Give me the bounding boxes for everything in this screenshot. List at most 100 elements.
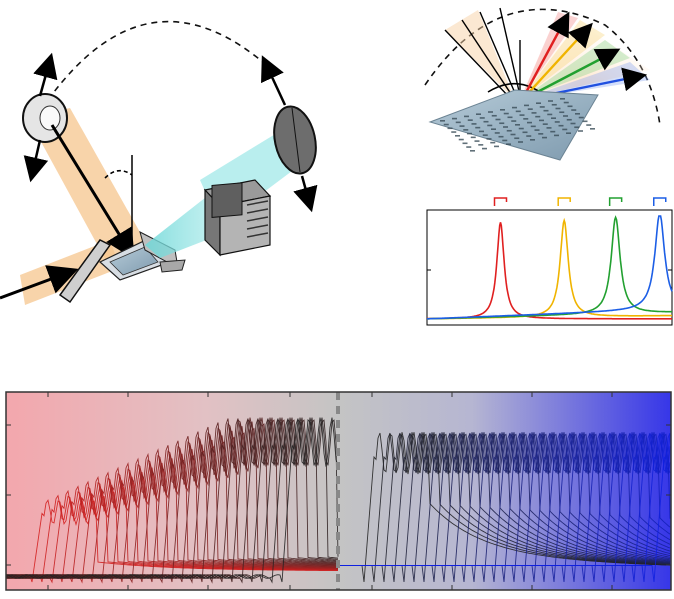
grating-element [499, 122, 505, 125]
grating-element [571, 109, 577, 111]
peak-bracket [493, 197, 508, 206]
grating-element [575, 113, 580, 115]
grating-element [526, 135, 532, 137]
grating-element [491, 128, 496, 130]
grating-element [479, 117, 485, 119]
grating-element [554, 121, 560, 123]
grating-element [482, 134, 488, 136]
grating-element [440, 120, 445, 122]
grating-element [536, 102, 541, 104]
grating-element [566, 118, 572, 121]
bottom-chart-frame [5, 391, 672, 591]
grating-element [506, 129, 512, 132]
grating-element [522, 131, 528, 134]
grating-element [503, 112, 509, 115]
spectrum-series-line [427, 215, 672, 320]
arrow-icon [293, 175, 318, 213]
blue-fan [520, 62, 650, 100]
grating-element [482, 147, 487, 150]
grating-element [459, 125, 465, 127]
grating-element [567, 105, 573, 108]
diffracted-ray-red [520, 11, 570, 101]
spectrum-frame [426, 209, 673, 326]
grating-element [510, 133, 516, 136]
stage-block-2 [159, 259, 186, 273]
grating-element [555, 107, 561, 110]
grating-element [488, 111, 493, 113]
series-line-left [5, 417, 339, 584]
lens-axis [291, 107, 301, 173]
grating-element [498, 135, 504, 138]
incident-ray [444, 29, 513, 101]
peak-bracket [557, 197, 571, 206]
series-line-left [5, 417, 339, 583]
grating-element [507, 116, 513, 119]
grating-element [515, 110, 521, 113]
grating-element [495, 118, 501, 121]
grating-element [586, 124, 592, 126]
camera [203, 179, 272, 257]
grating-element [518, 127, 524, 130]
grating-element [523, 118, 529, 120]
grating-element [487, 124, 493, 127]
angle-arc [104, 169, 133, 179]
grating-element [467, 119, 473, 121]
spectrum-series-line [427, 215, 673, 320]
detector-disc [22, 93, 68, 143]
grating-element [531, 112, 537, 114]
grating-element [548, 100, 553, 102]
grating-element [527, 121, 532, 124]
grating-panel [424, 7, 661, 161]
grating-element [483, 120, 489, 123]
bottom-lines [5, 417, 671, 584]
grating-element [475, 126, 481, 129]
grating-element [447, 127, 453, 130]
grating-element [539, 119, 544, 122]
beam-line [50, 124, 135, 260]
grating-element [458, 138, 464, 141]
grating-element [490, 141, 496, 144]
lens [273, 105, 317, 175]
grating-element [476, 113, 481, 115]
grating-element [539, 106, 545, 108]
grating-element [550, 130, 556, 133]
grating-element [494, 145, 499, 148]
grating-element [524, 104, 529, 107]
grating-element [570, 122, 576, 125]
grating-element [467, 132, 472, 135]
spectrum-panel [426, 197, 673, 326]
grating-element [511, 120, 517, 122]
grating-element [560, 98, 565, 100]
grating-pattern [440, 98, 595, 152]
grating-element [538, 133, 544, 135]
grating-element [452, 117, 457, 120]
grating-element [518, 141, 523, 143]
grating-element [590, 128, 595, 130]
series-line-left [5, 417, 339, 583]
grating-element [551, 117, 556, 119]
spectrum-series-line [426, 222, 672, 320]
series-line-right [338, 432, 671, 583]
grating-element [542, 136, 547, 139]
grating-element [547, 113, 553, 116]
arrow-icon [23, 139, 49, 183]
grating-element [474, 140, 480, 142]
peak-bracket [608, 197, 623, 206]
grating-element [470, 136, 476, 139]
grating-element [546, 127, 552, 129]
grating-element [463, 129, 469, 131]
sample-grating [109, 246, 159, 276]
arrow-icon [33, 52, 58, 97]
mirror [58, 239, 112, 304]
grating-element [530, 125, 536, 128]
incident-beam [0, 265, 79, 300]
grating-element [527, 108, 533, 110]
arrow-icon [261, 55, 287, 106]
grating-element [451, 131, 457, 133]
rotation-arc [47, 20, 273, 101]
grating-element [554, 134, 559, 137]
grating-element [478, 144, 484, 146]
incident-ray [499, 7, 522, 101]
grating-element [566, 132, 571, 134]
